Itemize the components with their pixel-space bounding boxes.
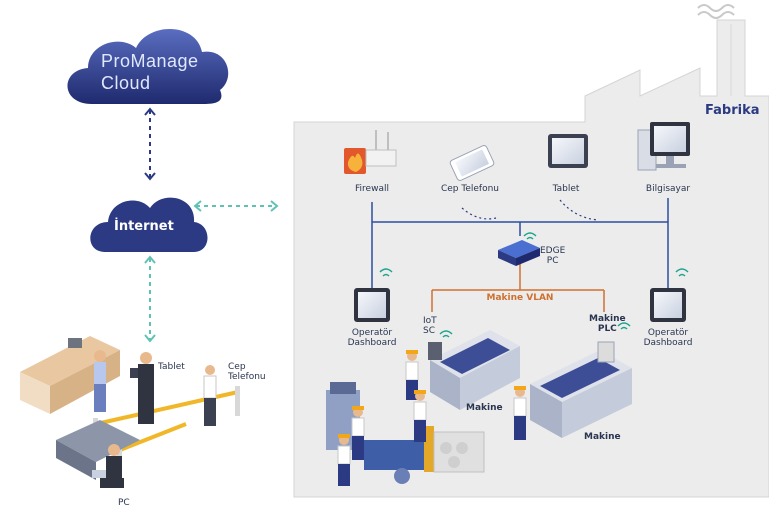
remote-office-scene xyxy=(20,336,240,488)
tablet-icon xyxy=(548,134,588,168)
computer-label: Bilgisayar xyxy=(645,184,691,194)
worker-icon xyxy=(413,390,427,442)
wifi-icon xyxy=(675,268,689,277)
operator-left-label: Operatör Dashboard xyxy=(348,328,397,348)
edge-pc-label-line2: PC xyxy=(546,256,559,266)
cloud-title-line2: Cloud xyxy=(101,73,151,93)
remote-phone-line2: Telefonu xyxy=(228,372,266,382)
remote-phone-label: Cep Telefonu xyxy=(228,362,266,382)
internet-cloud xyxy=(90,197,208,252)
iot-sc-label: IoT SC xyxy=(423,316,437,336)
firewall-icon xyxy=(344,130,397,174)
network-lines xyxy=(371,198,669,290)
computer-icon xyxy=(637,122,690,171)
cloud-subtitle: Cloud xyxy=(101,74,151,93)
wifi-icon xyxy=(523,232,537,240)
machine-plc-label: Makine PLC xyxy=(589,314,626,334)
tablet-label: Tablet xyxy=(552,184,580,194)
wifi-icon xyxy=(439,330,453,338)
internet-label: İnternet xyxy=(114,219,174,234)
machine-plc-line1: Makine xyxy=(589,314,626,324)
machine-2-label: Makine xyxy=(584,432,621,442)
workshop-equipment xyxy=(326,382,485,484)
arrow-up-icon xyxy=(144,107,156,116)
edge-pc-label: EDGE PC xyxy=(540,246,565,266)
operator-dashboard-right-icon xyxy=(650,268,689,322)
worker-icon xyxy=(351,406,365,460)
workers xyxy=(337,350,527,486)
worker-icon xyxy=(513,386,527,440)
vlan-lines xyxy=(431,264,605,312)
smoke-icon xyxy=(697,4,735,12)
vlan-label: Makine VLAN xyxy=(486,293,554,303)
operator-left-line2: Dashboard xyxy=(347,338,397,348)
machine-plc-line2: PLC xyxy=(597,324,617,334)
wifi-icon xyxy=(617,322,631,330)
worker-icon xyxy=(405,350,419,400)
factory-title: Fabrika xyxy=(705,103,760,118)
remote-phone-line1: Cep xyxy=(228,362,246,372)
machine-1-icon xyxy=(428,330,520,410)
machine-1-label: Makine xyxy=(466,403,503,413)
arrow-down-icon xyxy=(144,172,156,181)
operator-right-line2: Dashboard xyxy=(643,338,693,348)
edge-pc-label-line1: EDGE xyxy=(540,246,566,256)
firewall-label: Firewall xyxy=(355,184,389,194)
wifi-icon xyxy=(379,268,393,277)
operator-right-line1: Operatör xyxy=(647,328,689,338)
cloud-title: ProManage xyxy=(101,52,199,71)
operator-dashboard-left-icon xyxy=(354,268,393,322)
iot-sc-line2: SC xyxy=(423,326,435,336)
remote-pc-label: PC xyxy=(118,498,130,508)
person-icon xyxy=(92,444,124,488)
dashed-connectors xyxy=(144,107,599,343)
edge-pc-icon xyxy=(498,232,540,266)
machine-2-icon xyxy=(530,341,632,438)
operator-left-line1: Operatör xyxy=(351,328,393,338)
person-icon xyxy=(94,350,106,412)
operator-right-label: Operatör Dashboard xyxy=(644,328,693,348)
person-icon xyxy=(203,365,217,426)
phone-label: Cep Telefonu xyxy=(440,184,500,194)
phone-icon xyxy=(449,145,495,181)
cloud-title-line1: ProManage xyxy=(101,51,199,71)
iot-sc-line1: IoT xyxy=(423,316,437,326)
remote-tablet-label: Tablet xyxy=(158,362,185,372)
promanage-cloud xyxy=(67,28,229,105)
worker-icon xyxy=(337,434,351,486)
person-icon xyxy=(130,352,154,424)
